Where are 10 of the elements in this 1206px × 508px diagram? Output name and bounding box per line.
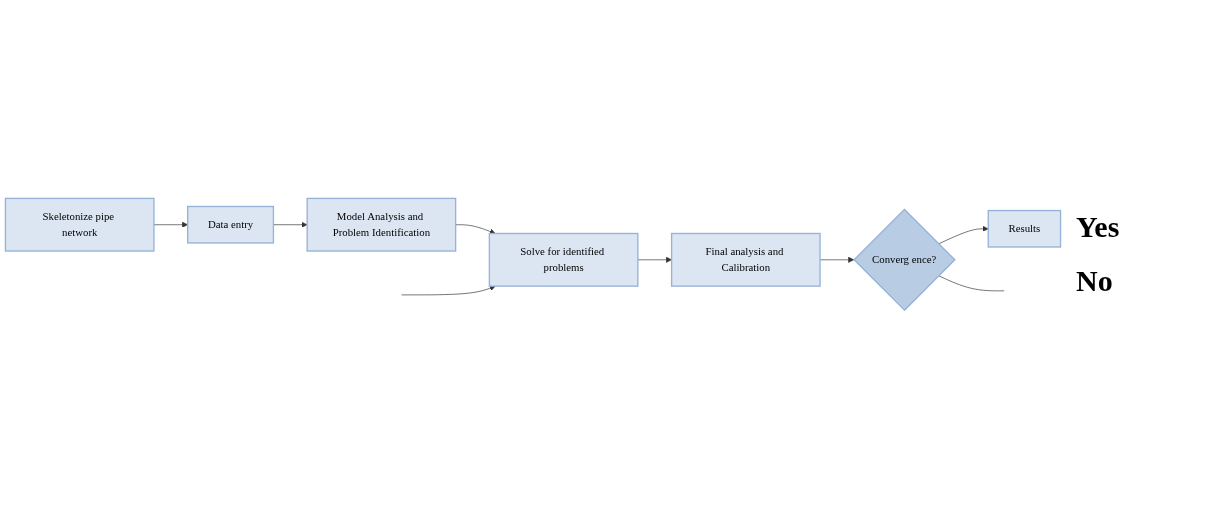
note-text: No xyxy=(1076,264,1114,298)
node-box: Results xyxy=(987,209,1062,248)
node-box: Final analysis and Calibration xyxy=(670,232,821,287)
node-box: Solve for identified problems xyxy=(488,232,639,287)
node-diamond: Converg ence? xyxy=(853,208,956,311)
connector xyxy=(938,275,1005,291)
node-box: Skeletonize pipe network xyxy=(4,197,155,252)
node-box: Data entry xyxy=(187,205,275,244)
node-box: Model Analysis and Problem Identification xyxy=(306,197,457,252)
note-text: Yes xyxy=(1076,210,1121,244)
